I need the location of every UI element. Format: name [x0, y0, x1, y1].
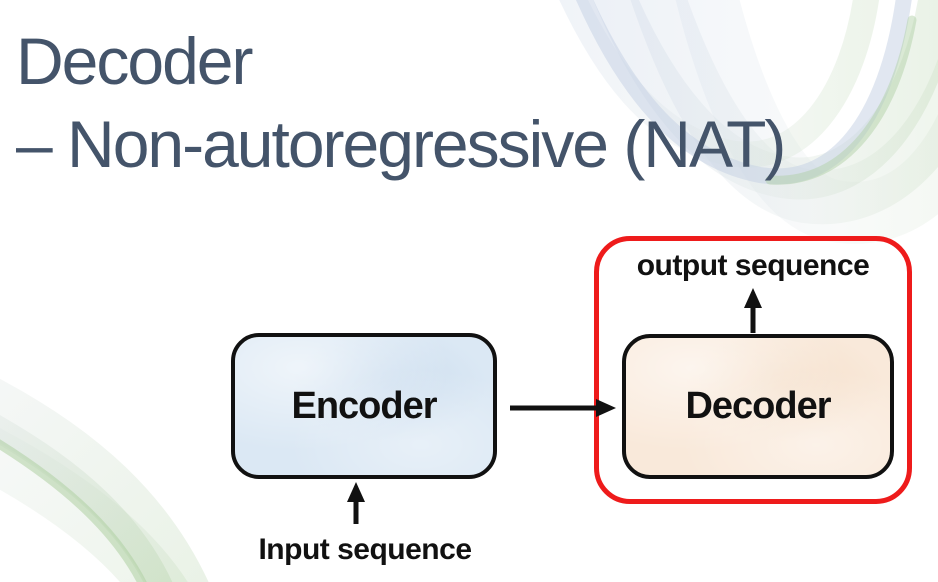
swoosh-band [0, 415, 173, 582]
slide-title: Decoder – Non-autoregressive (NAT) [16, 20, 786, 186]
swoosh-band [0, 378, 209, 582]
decoder-box: Decoder [622, 334, 894, 479]
swoosh-accent-green [0, 439, 147, 582]
title-line-2: – Non-autoregressive (NAT) [16, 107, 786, 182]
output-sequence-label: output sequence [636, 249, 870, 282]
swoosh-accent-green [765, 15, 917, 185]
encoder-box: Encoder [231, 333, 497, 479]
decoder-box-label: Decoder [685, 385, 831, 427]
swoosh-bottom-left [0, 378, 209, 582]
encoder-box-label: Encoder [291, 384, 437, 427]
input-sequence-label: Input sequence [258, 533, 472, 566]
title-line-1: Decoder [16, 24, 253, 98]
swoosh-band [0, 428, 188, 582]
